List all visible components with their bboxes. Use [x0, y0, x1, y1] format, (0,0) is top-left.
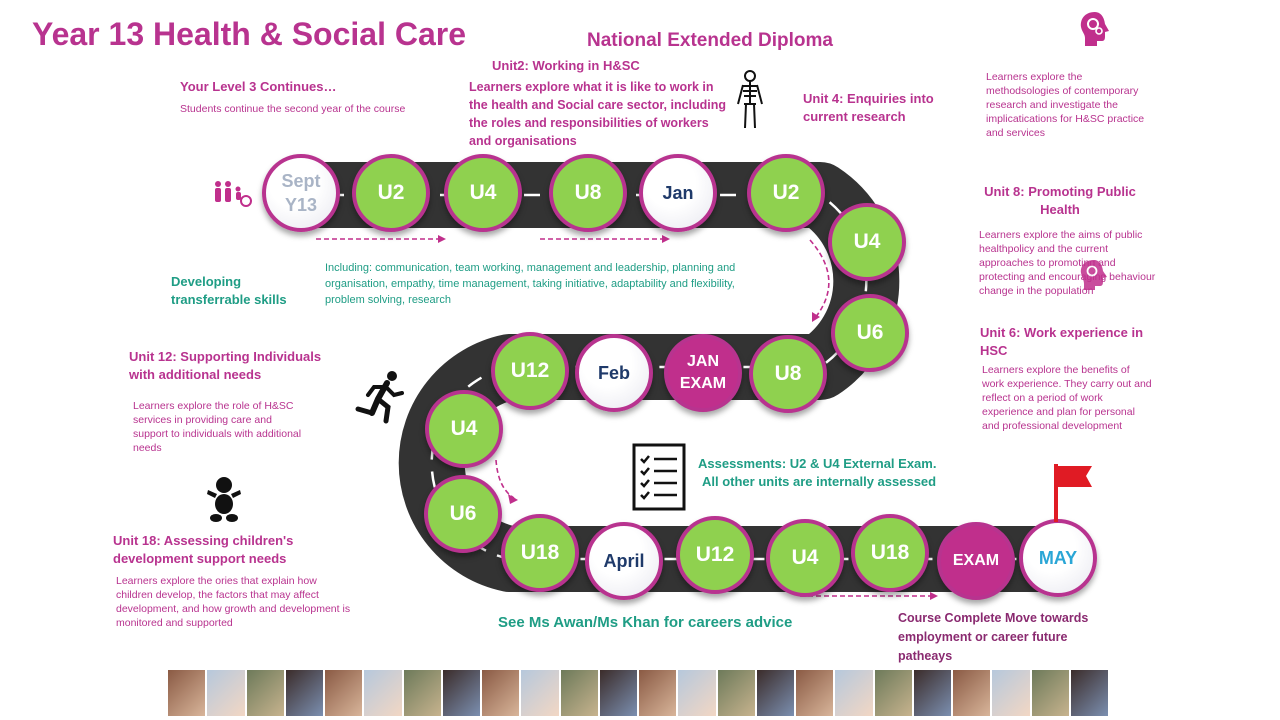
- node-sept-y13: Sept Y13: [262, 154, 340, 232]
- intro-heading: Your Level 3 Continues…: [180, 79, 337, 94]
- unit6-heading: Unit 6: Work experience in HSC: [980, 325, 1144, 358]
- node-feb: Feb: [575, 334, 653, 412]
- photo-thumbnail: [1031, 670, 1069, 716]
- runner-icon: [355, 371, 404, 424]
- unit18-heading: Unit 18: Assessing children's developmen…: [113, 533, 294, 566]
- photo-thumbnail: [953, 670, 991, 716]
- page-subtitle: National Extended Diploma: [587, 30, 833, 51]
- node-u2: U2: [747, 154, 825, 232]
- node-u12: U12: [676, 516, 754, 594]
- node-u12: U12: [491, 332, 569, 410]
- node-jan-exam: JAN EXAM: [664, 334, 742, 412]
- photo-strip: [168, 670, 1108, 716]
- page-title: Year 13 Health & Social Care: [32, 16, 466, 52]
- photo-thumbnail: [992, 670, 1030, 716]
- unit4-heading: Unit 4: Enquiries into current research: [803, 91, 934, 124]
- photo-thumbnail: [1070, 670, 1108, 716]
- course-complete: Course Complete Move towards employment …: [898, 611, 1089, 663]
- unit2-heading: Unit2: Working in H&SC: [492, 58, 640, 73]
- node-u18: U18: [501, 514, 579, 592]
- assessments-line1: Assessments: U2 & U4 External Exam.: [698, 456, 937, 471]
- node-jan: Jan: [639, 154, 717, 232]
- photo-thumbnail: [325, 670, 363, 716]
- node-u4: U4: [766, 519, 844, 597]
- unit8-heading: Unit 8: Promoting Public Health: [984, 184, 1136, 217]
- unit8-text: Learners explore the aims of public heal…: [979, 229, 1156, 297]
- photo-thumbnail: [796, 670, 834, 716]
- node-u6: U6: [831, 294, 909, 372]
- skeleton-icon: [737, 70, 763, 129]
- photo-thumbnail: [482, 670, 520, 716]
- photo-thumbnail: [756, 670, 794, 716]
- photo-thumbnail: [442, 670, 480, 716]
- node-u4: U4: [425, 390, 503, 468]
- photo-thumbnail: [717, 670, 755, 716]
- photo-thumbnail: [599, 670, 637, 716]
- photo-thumbnail: [285, 670, 323, 716]
- checklist-icon: [632, 443, 686, 511]
- unit18-text: Learners explore the ories that explain …: [116, 575, 351, 629]
- photo-thumbnail: [835, 670, 873, 716]
- photo-thumbnail: [521, 670, 559, 716]
- node-u2: U2: [352, 154, 430, 232]
- intro-text: Students continue the second year of the…: [180, 103, 406, 115]
- photo-thumbnail: [560, 670, 598, 716]
- head-gears-icon: [1080, 260, 1107, 290]
- unit2-text: Learners explore what it is like to work…: [469, 80, 727, 148]
- node-u4: U4: [828, 203, 906, 281]
- photo-thumbnail: [168, 670, 206, 716]
- photo-thumbnail: [639, 670, 677, 716]
- node-u8: U8: [749, 335, 827, 413]
- skills-text: Including: communication, team working, …: [325, 262, 736, 306]
- photo-thumbnail: [207, 670, 245, 716]
- photo-thumbnail: [913, 670, 951, 716]
- head-gears-icon: [1080, 12, 1109, 46]
- photo-thumbnail: [403, 670, 441, 716]
- careers-advice: See Ms Awan/Ms Khan for careers advice: [498, 614, 793, 631]
- unit12-heading: Unit 12: Supporting Individuals with add…: [129, 349, 322, 382]
- node-exam: EXAM: [937, 522, 1015, 600]
- photo-thumbnail: [364, 670, 402, 716]
- node-april: April: [585, 522, 663, 600]
- family-icon: [215, 181, 252, 207]
- node-u4: U4: [444, 154, 522, 232]
- node-u6: U6: [424, 475, 502, 553]
- skills-heading: Developing transferrable skills: [171, 274, 287, 307]
- unit12-text: Learners explore the role of H&SC servic…: [133, 400, 302, 454]
- unit4-text: Learners explore the methodsologies of c…: [986, 71, 1145, 139]
- photo-thumbnail: [246, 670, 284, 716]
- finish-flag-icon: [1054, 464, 1092, 522]
- assessments-line2: All other units are internally assessed: [702, 474, 937, 489]
- photo-thumbnail: [678, 670, 716, 716]
- node-u18: U18: [851, 514, 929, 592]
- node-may: MAY: [1019, 519, 1097, 597]
- baby-icon: [207, 477, 241, 522]
- photo-thumbnail: [874, 670, 912, 716]
- node-u8: U8: [549, 154, 627, 232]
- unit6-text: Learners explore the benefits of work ex…: [982, 364, 1152, 432]
